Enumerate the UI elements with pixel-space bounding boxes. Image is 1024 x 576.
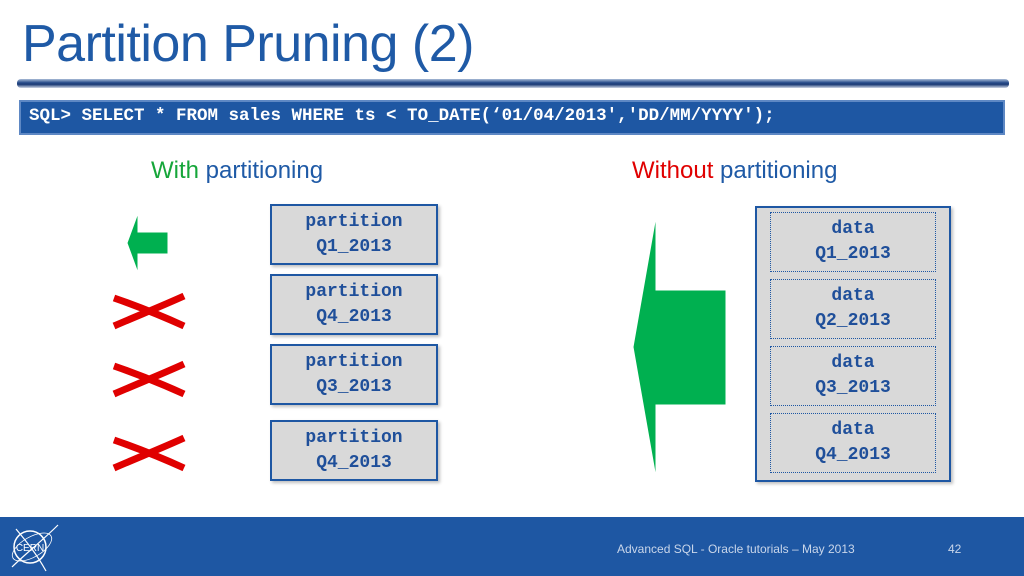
title-divider (17, 79, 1009, 88)
partition-box: partition Q3_2013 (270, 344, 438, 405)
footer-caption: Advanced SQL - Oracle tutorials – May 20… (617, 542, 855, 556)
partition-box: partition Q4_2013 (270, 420, 438, 481)
partition-label: partition (305, 211, 403, 232)
sql-query-text: SQL> SELECT * FROM sales WHERE ts < TO_D… (29, 106, 775, 126)
partition-name: Q4_2013 (316, 306, 392, 327)
sql-query-bar: SQL> SELECT * FROM sales WHERE ts < TO_D… (19, 100, 1005, 135)
with-partitioning-heading: With partitioning (151, 156, 323, 186)
slide-footer: CERN Advanced SQL - Oracle tutorials – M… (0, 517, 1024, 576)
partition-label: partition (305, 351, 403, 372)
partition-name: Q3_2013 (316, 376, 392, 397)
data-name: Q4_2013 (815, 445, 891, 465)
partition-label: partition (305, 281, 403, 302)
without-heading-rest: partitioning (713, 157, 838, 184)
cern-logo-text: CERN (16, 543, 44, 554)
page-number: 42 (948, 542, 962, 556)
partition-name: Q1_2013 (316, 236, 392, 257)
partition-name: Q4_2013 (316, 452, 392, 473)
cross-icon (112, 360, 186, 398)
data-block: data Q3_2013 (770, 346, 936, 406)
data-block: data Q4_2013 (770, 413, 936, 473)
data-label: data (831, 286, 875, 306)
data-name: Q2_2013 (815, 311, 891, 331)
cross-icon (112, 292, 186, 330)
data-label: data (831, 219, 875, 239)
without-partitioning-heading: Without partitioning (632, 156, 837, 186)
partition-box: partition Q4_2013 (270, 274, 438, 335)
with-heading-rest: partitioning (199, 157, 324, 184)
green-arrow-icon (126, 212, 169, 274)
data-name: Q3_2013 (815, 378, 891, 398)
data-label: data (831, 420, 875, 440)
slide-title: Partition Pruning (2) (22, 15, 474, 73)
partition-box: partition Q1_2013 (270, 204, 438, 265)
without-label: Without (632, 157, 714, 184)
green-arrow-icon (632, 215, 727, 479)
with-label: With (151, 157, 199, 184)
data-label: data (831, 353, 875, 373)
data-block: data Q2_2013 (770, 279, 936, 339)
cross-icon (112, 434, 186, 472)
table-data-container: data Q1_2013 data Q2_2013 data Q3_2013 d… (755, 206, 951, 482)
cern-logo: CERN (11, 524, 59, 572)
data-block: data Q1_2013 (770, 212, 936, 272)
partition-label: partition (305, 427, 403, 448)
data-name: Q1_2013 (815, 244, 891, 264)
